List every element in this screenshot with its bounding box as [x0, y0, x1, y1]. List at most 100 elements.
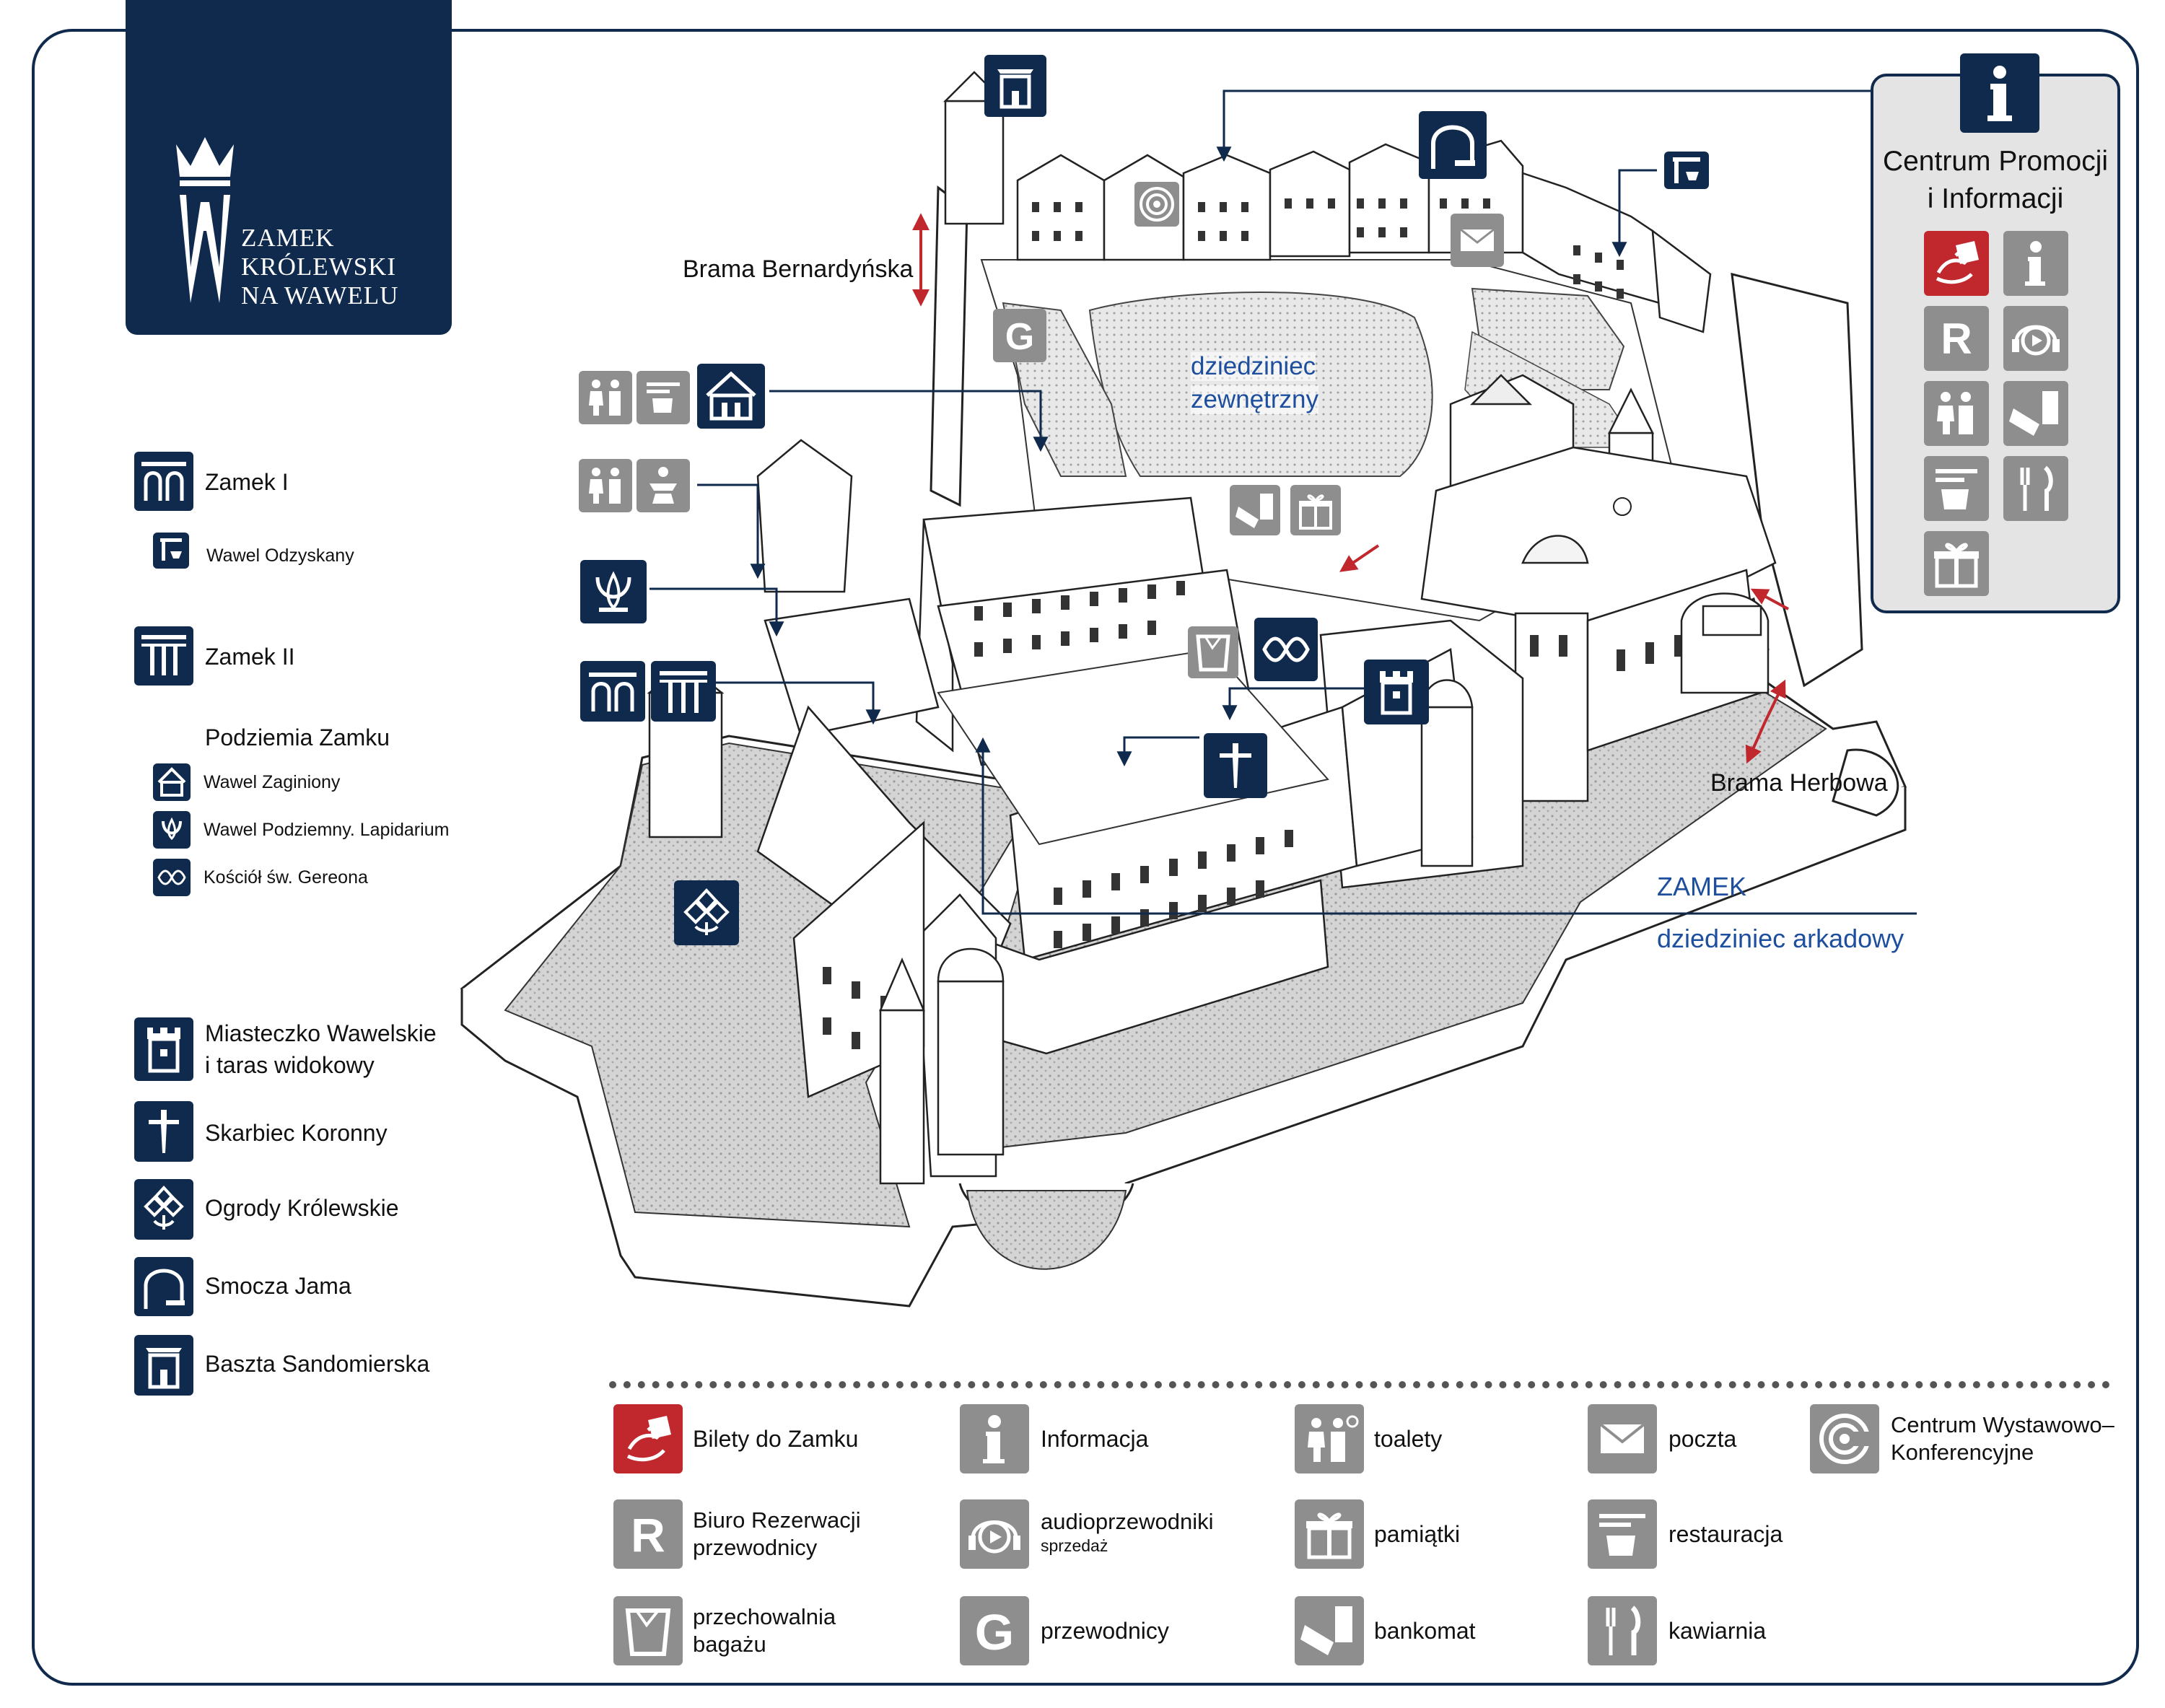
- legend-zamek-2: Zamek II: [205, 644, 295, 670]
- legend-restauracja: restauracja: [1668, 1521, 1783, 1547]
- ogrody-map-icon[interactable]: [674, 880, 739, 945]
- info-title-line-2: i Informacji: [1927, 183, 2064, 214]
- info-icon[interactable]: [2003, 231, 2068, 296]
- legend-kawiarnia: kawiarnia: [1668, 1618, 1767, 1644]
- audioguide-icon[interactable]: [2003, 306, 2068, 371]
- svg-text:R: R: [1941, 315, 1972, 363]
- legend-centrum-line-2: Konferencyjne: [1891, 1440, 2034, 1465]
- atm-map-icon[interactable]: [1230, 485, 1280, 535]
- legend-guides-icon: G: [960, 1596, 1029, 1665]
- toilet-icon[interactable]: [1924, 381, 1989, 446]
- legend-ticket-icon: [613, 1404, 683, 1473]
- lapidarium-map-icon[interactable]: [580, 560, 647, 623]
- legend-podziemia-heading: Podziemia Zamku: [205, 724, 390, 750]
- legend-restaurant-icon: [1588, 1499, 1657, 1569]
- north-windows: [1032, 198, 1624, 299]
- label-zamek: ZAMEK: [1657, 872, 1747, 901]
- info-panel-title: Centrum Promocji i Informacji: [1873, 143, 2117, 218]
- ticket-icon[interactable]: [1924, 231, 1989, 296]
- svg-text:R: R: [631, 1508, 665, 1562]
- restaurant-map-icon[interactable]: [637, 371, 690, 424]
- zamek-1-icon: [134, 452, 193, 511]
- kosciol-icon: [153, 859, 191, 896]
- legend-wawel-podziemny: Wawel Podziemny. Lapidarium: [204, 820, 450, 840]
- legend-separator: [609, 1381, 2110, 1388]
- legend-przech-line-1: przechowalnia: [693, 1604, 836, 1629]
- miasteczko-map-icon[interactable]: [1364, 660, 1429, 724]
- pointer-lines: [650, 89, 1917, 915]
- lawn-zewnetrzny: [1088, 292, 1433, 477]
- lapidarium-icon: [153, 811, 191, 849]
- toilet-map-icon-1[interactable]: [579, 371, 632, 424]
- crown-w-logo: [176, 137, 234, 303]
- cafe-icon[interactable]: [2003, 456, 2068, 521]
- gift-icon[interactable]: [1924, 531, 1989, 596]
- legend-miasteczko-2: i taras widokowy: [205, 1052, 375, 1078]
- przewodnicy-map-icon[interactable]: G: [993, 309, 1046, 362]
- legend-poczta: poczta: [1668, 1426, 1737, 1452]
- label-dziedziniec-1: dziedziniec: [1191, 352, 1316, 381]
- logo-line-3: NA WAWELU: [241, 281, 399, 310]
- legend-audio-line-2: sprzedaż: [1041, 1536, 1108, 1555]
- legend-smocza: Smocza Jama: [205, 1273, 351, 1299]
- logo-text: ZAMEK KRÓLEWSKI NA WAWELU: [241, 224, 398, 310]
- gift-map-icon[interactable]: [1290, 485, 1341, 535]
- reservation-icon[interactable]: R: [1924, 306, 1989, 371]
- red-arrows: [912, 213, 1789, 764]
- logo-panel: ZAMEK KRÓLEWSKI NA WAWELU: [126, 0, 452, 335]
- legend-audio-line-1: audioprzewodniki: [1041, 1509, 1214, 1534]
- legend-bilety: Bilety do Zamku: [693, 1426, 859, 1452]
- skarbiec-icon: [134, 1101, 193, 1162]
- legend-centrum: Centrum Wystawowo– Konferencyjne: [1891, 1411, 2114, 1466]
- zamek-2-icon: [134, 626, 193, 686]
- wawel-zaginiony-map-icon[interactable]: [697, 364, 765, 429]
- atm-icon[interactable]: [2003, 381, 2068, 446]
- baszta-map-icon[interactable]: [984, 55, 1046, 117]
- smocza-jama-icon: [134, 1257, 193, 1316]
- centrum-wystawowe-map-icon[interactable]: [1134, 182, 1179, 227]
- info-panel-header-icon: [1960, 53, 2039, 133]
- wawel-zaginiony-icon: [153, 763, 191, 801]
- legend-centrum-icon: [1810, 1404, 1879, 1473]
- legend-miasteczko-1: Miasteczko Wawelskie: [205, 1020, 437, 1046]
- wawel-odzyskany-map-icon[interactable]: [1664, 152, 1709, 189]
- restaurant-icon[interactable]: [1924, 456, 1989, 521]
- legend-bankomat: bankomat: [1374, 1618, 1476, 1644]
- kosciol-map-icon[interactable]: [1254, 618, 1318, 681]
- poczta-map-icon[interactable]: [1451, 214, 1504, 267]
- skarbiec-map-icon[interactable]: [1204, 733, 1267, 798]
- baby-change-map-icon[interactable]: [637, 459, 690, 512]
- legend-luggage-icon: [613, 1596, 683, 1665]
- miasteczko-icon: [134, 1017, 193, 1081]
- wawel-odzyskany-icon: [153, 533, 189, 569]
- info-title-line-1: Centrum Promocji: [1882, 146, 2109, 177]
- legend-pamiatki: pamiątki: [1374, 1521, 1461, 1547]
- toilet-map-icon-2[interactable]: [579, 459, 632, 512]
- smocza-jama-map-icon[interactable]: [1419, 111, 1487, 179]
- legend-skarbiec: Skarbiec Koronny: [205, 1120, 388, 1146]
- legend-zamek-1: Zamek I: [205, 469, 289, 495]
- legend-reservation-icon: R: [613, 1499, 683, 1569]
- legend-wawel-odzyskany: Wawel Odzyskany: [206, 546, 354, 566]
- legend-info-icon: [960, 1404, 1029, 1473]
- legend-przech-line-2: bagażu: [693, 1632, 766, 1657]
- baszta-icon: [134, 1335, 193, 1396]
- legend-toilet-icon: [1295, 1404, 1364, 1473]
- logo-line-1: ZAMEK: [241, 224, 335, 252]
- legend-informacja: Informacja: [1041, 1426, 1149, 1452]
- legend-przechowalnia: przechowalnia bagażu: [693, 1603, 836, 1658]
- legend-cafe-icon: [1588, 1596, 1657, 1665]
- page-frame: [32, 29, 2139, 1686]
- zamek-2-map-icon[interactable]: [651, 661, 716, 722]
- legend-baszta: Baszta Sandomierska: [205, 1351, 430, 1377]
- legend-biuro-line-2: przewodnicy: [693, 1535, 818, 1560]
- zamek-1-map-icon[interactable]: [580, 661, 645, 722]
- legend-poczta-icon: [1588, 1404, 1657, 1473]
- luggage-map-icon[interactable]: [1188, 626, 1238, 678]
- label-brama-herbowa: Brama Herbowa: [1710, 769, 1888, 797]
- label-dziedziniec-2: zewnętrzny: [1191, 385, 1319, 414]
- legend-biuro: Biuro Rezerwacji przewodnicy: [693, 1507, 861, 1562]
- legend-atm-icon: [1295, 1596, 1364, 1665]
- logo-line-2: KRÓLEWSKI: [241, 253, 397, 281]
- gravel-bastion: [966, 1190, 1127, 1270]
